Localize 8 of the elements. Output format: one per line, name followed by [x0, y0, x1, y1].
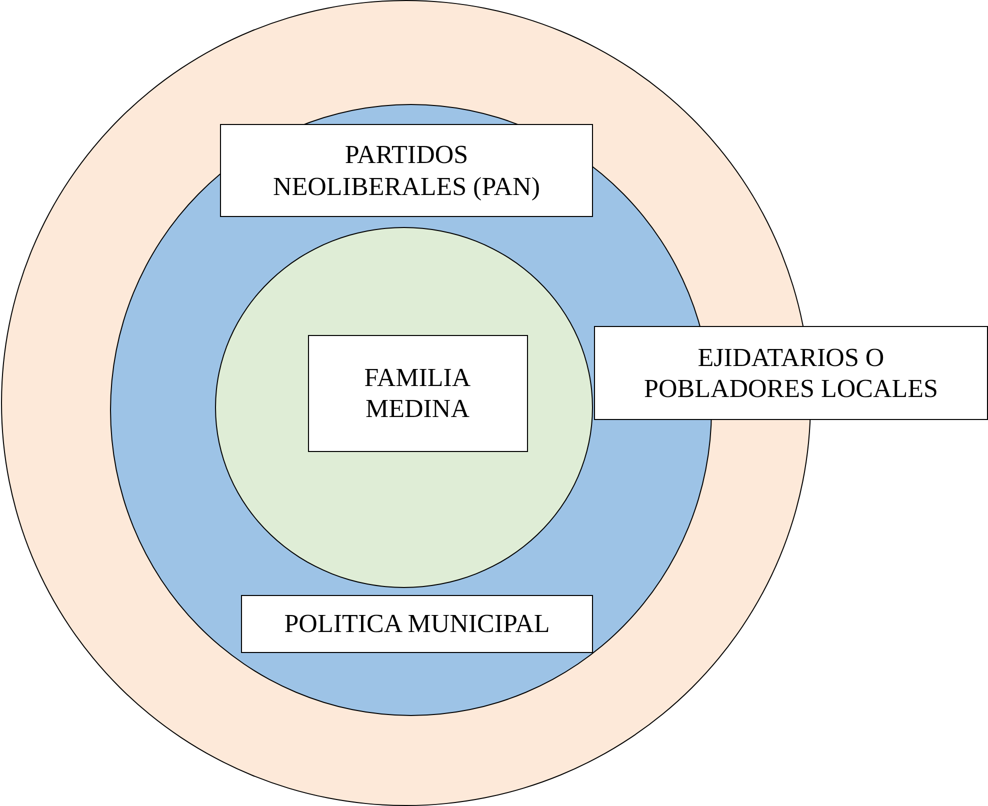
box-label: PARTIDOS NEOLIBERALES (PAN) — [272, 139, 541, 202]
box-label: EJIDATARIOS O POBLADORES LOCALES — [643, 342, 939, 404]
label-box — [241, 595, 593, 653]
box-label: FAMILIA MEDINA — [363, 362, 472, 424]
label-box — [594, 326, 988, 420]
label-box — [220, 124, 593, 217]
label-box — [308, 334, 528, 452]
box-label: POLITICA MUNICIPAL — [284, 608, 550, 640]
